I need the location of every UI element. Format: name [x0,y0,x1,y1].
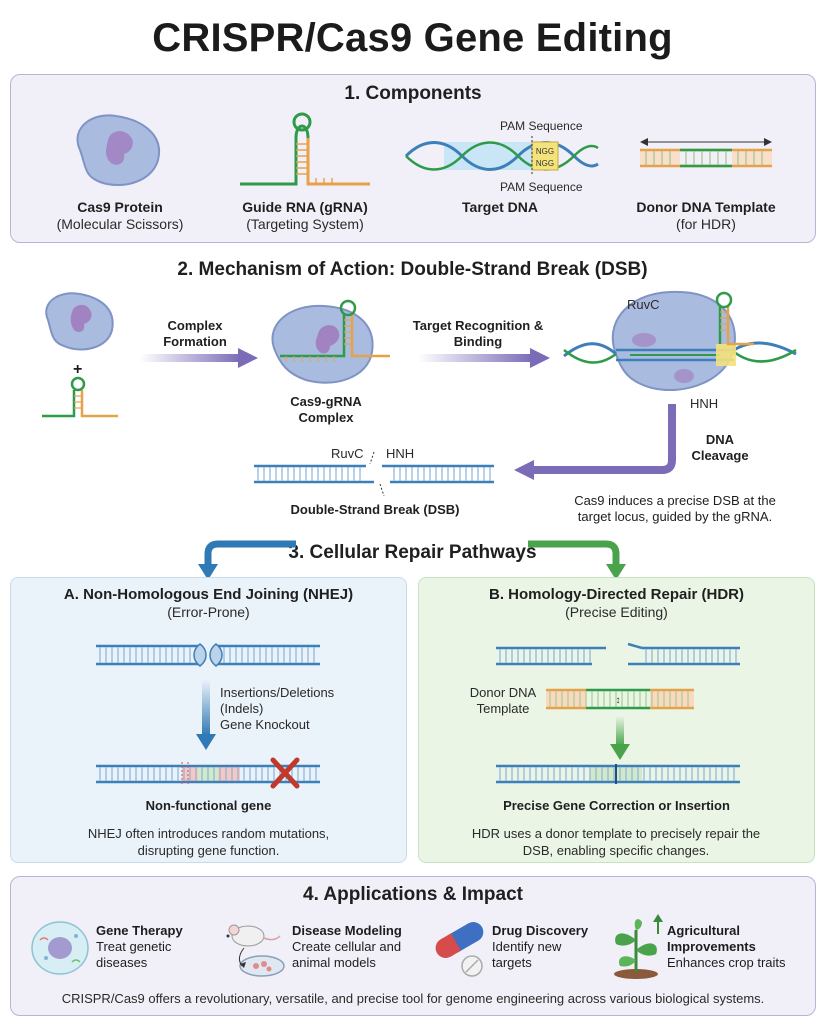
app-disease-modeling-name: Disease Modeling [292,923,402,938]
cas9-desc: (Molecular Scissors) [56,216,184,232]
grna-icon [240,112,370,186]
hdr-broken-dna-icon [496,642,740,666]
app-drug-discovery: Drug Discovery Identify new targets [492,923,602,971]
grna-name: Guide RNA (gRNA) [242,199,368,215]
target-dna-name: Target DNA [462,199,538,215]
repair-heading: 3. Cellular Repair Pathways [288,542,537,563]
donor-desc: (for HDR) [676,216,736,232]
complex-label: Cas9-gRNA Complex [290,394,362,425]
mechanism-heading: 2. Mechanism of Action: Double-Strand Br… [177,259,648,280]
nhej-title: A. Non-Homologous End Joining (NHEJ) [63,586,354,603]
applications-panel [10,876,816,1016]
hdr-donor-label: Donor DNA Template [469,685,537,716]
hdr-result-dna-icon [496,764,740,784]
page-title: CRISPR/Cas9 Gene Editing [152,16,673,60]
hdr-title: B. Homology-Directed Repair (HDR) [488,586,745,603]
cas9-name: Cas9 Protein [77,199,163,215]
nhej-arrow-text: Insertions/Deletions (Indels) Gene Knock… [220,685,334,733]
app-agricultural-desc: Enhances crop traits [667,955,786,970]
nhej-indels: Insertions/Deletions [220,685,335,700]
hnh-label: HNH [690,396,719,411]
hdr-result: Precise Gene Correction or Insertion [503,798,730,813]
pam-label-bottom: PAM Sequence [500,180,583,194]
cell-icon [31,921,89,975]
nhej-note: NHEJ often introduces random mutations, … [87,826,330,858]
plus-sign: + [73,361,83,378]
hdr-note: HDR uses a donor template to precisely r… [471,826,761,858]
app-agricultural: Agricultural Improvements Enhances crop … [667,923,807,971]
applications-heading: 4. Applications & Impact [303,884,523,905]
step-complex-formation: Complex Formation [163,318,227,349]
app-drug-discovery-name: Drug Discovery [492,923,589,938]
mechanism-note: Cas9 induces a precise DSB at the target… [574,493,776,524]
nhej-result: Non-functional gene [145,798,272,813]
app-disease-modeling: Disease Modeling Create cellular and ani… [292,923,422,971]
applications-footer: CRISPR/Cas9 offers a revolutionary, vers… [61,991,765,1006]
step-target-recognition: Target Recognition & Binding [412,318,544,349]
ruvc-label: RuvC [627,297,660,312]
capsule-icon [435,922,484,977]
plant-icon [614,914,663,979]
dsb-label: Double-Strand Break (DSB) [290,502,460,517]
nhej-result-dna-icon [96,762,320,786]
cas9-grna-complex-icon [271,299,390,384]
target-dna-icon: NGG NGG [404,136,599,176]
arrow-complex-formation [140,348,258,368]
grna-small-icon [42,376,118,418]
dsb-dna-icon [254,451,494,497]
nhej-broken-dna-icon [96,643,320,667]
app-agricultural-name: Agricultural Improvements [667,923,756,954]
svg-text:↕: ↕ [616,695,621,706]
cas9-bound-dna-icon [563,290,797,392]
grna-desc: (Targeting System) [246,216,364,232]
hdr-down-arrow [610,716,630,760]
donor-name: Donor DNA Template [636,199,776,215]
nhej-indels-abbr: (Indels) [220,701,264,716]
cas9-protein-icon [76,114,161,186]
donor-dna-icon [640,138,772,168]
cross-mark-icon [270,757,300,789]
cas9-protein-small-icon [45,292,114,351]
step-dna-cleavage: DNA Cleavage [691,432,749,463]
svg-text:NGG: NGG [536,159,554,168]
nhej-subtitle: (Error-Prone) [167,604,250,620]
arrow-target-recognition [418,348,550,368]
arrow-dna-cleavage [514,404,676,480]
arrow-to-hdr [528,540,626,580]
app-gene-therapy-desc: Treat genetic diseases [96,939,172,970]
app-gene-therapy: Gene Therapy Treat genetic diseases [96,923,206,971]
dsb-ruvc-label: RuvC [331,446,364,461]
app-drug-discovery-desc: Identify new targets [492,939,562,970]
nhej-knockout: Gene Knockout [220,717,310,732]
app-gene-therapy-name: Gene Therapy [96,923,183,938]
arrow-to-nhej [198,540,296,580]
svg-text:NGG: NGG [536,147,554,156]
dsb-hnh-label: HNH [386,446,415,461]
components-heading: 1. Components [344,83,482,104]
hdr-subtitle: (Precise Editing) [565,604,668,620]
hdr-donor-template-icon: ↕ [546,688,694,710]
nhej-down-arrow [196,680,216,750]
pam-label-top: PAM Sequence [500,119,583,133]
mouse-icon [226,924,285,977]
app-disease-modeling-desc: Create cellular and animal models [292,939,402,970]
